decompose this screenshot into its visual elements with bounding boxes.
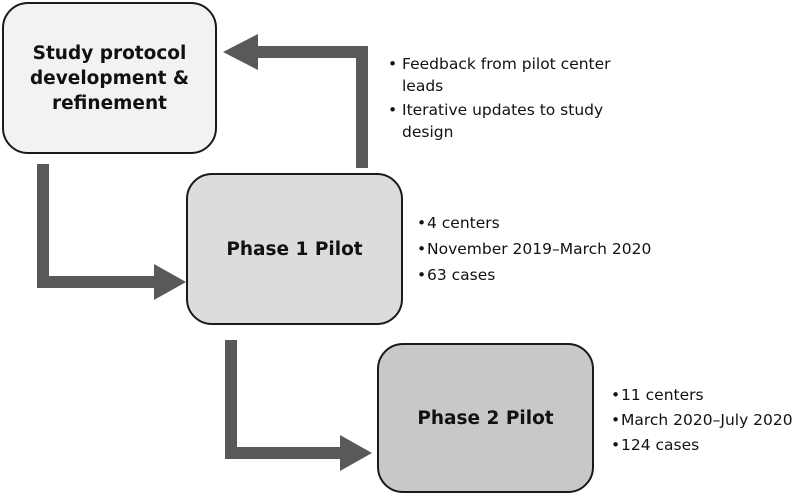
protocol-box-title: Study protocol development & refinement <box>29 42 190 114</box>
bullet-icon: • <box>417 266 427 284</box>
phase1-box-title: Phase 1 Pilot <box>226 238 363 260</box>
phase1-to-phase2-arrow-line <box>225 340 343 459</box>
phase2-box: Phase 2 Pilot <box>377 343 594 493</box>
phase1-note: •November 2019–March 2020 <box>417 238 652 260</box>
bullet-icon: • <box>611 411 621 429</box>
phase1-to-phase2-arrowhead <box>340 435 372 471</box>
phase1-note-text: 4 centers <box>427 214 500 232</box>
phase1-note-text: November 2019–March 2020 <box>427 240 652 258</box>
protocol-note: •Feedback from pilot center leads <box>388 53 634 97</box>
phase2-note-text: 124 cases <box>621 436 700 454</box>
phase1-note: •63 cases <box>417 264 651 286</box>
protocol-notes: •Feedback from pilot center leads •Itera… <box>388 53 634 145</box>
phase2-note-text: March 2020–July 2020 <box>621 411 793 429</box>
phase1-box: Phase 1 Pilot <box>186 173 403 325</box>
bullet-icon: • <box>417 214 427 232</box>
feedback-arrowhead <box>223 34 258 70</box>
phase1-note: •4 centers <box>417 212 651 234</box>
bullet-icon: • <box>611 436 621 454</box>
protocol-to-phase1-arrow-line <box>37 164 158 288</box>
bullet-icon: • <box>611 386 621 404</box>
protocol-box: Study protocol development & refinement <box>2 2 217 154</box>
phase2-notes: •11 centers •March 2020–July 2020 •124 c… <box>611 384 793 459</box>
phase2-note: •11 centers <box>611 384 793 406</box>
bullet-icon: • <box>417 240 427 258</box>
phase1-notes: •4 centers •November 2019–March 2020 •63… <box>417 212 652 290</box>
protocol-note: •Iterative updates to study design <box>388 99 634 143</box>
phase2-note: •124 cases <box>611 434 793 456</box>
protocol-note-text: Feedback from pilot center leads <box>402 55 611 95</box>
protocol-note-text: Iterative updates to study design <box>402 101 604 141</box>
feedback-arrow-line <box>255 46 368 168</box>
phase1-note-text: 63 cases <box>427 266 496 284</box>
phase2-note-text: 11 centers <box>621 386 704 404</box>
bullet-icon: • <box>388 101 398 119</box>
phase2-note: •March 2020–July 2020 <box>611 409 793 431</box>
protocol-to-phase1-arrowhead <box>154 264 186 300</box>
phase2-box-title: Phase 2 Pilot <box>417 407 554 429</box>
bullet-icon: • <box>388 55 398 73</box>
